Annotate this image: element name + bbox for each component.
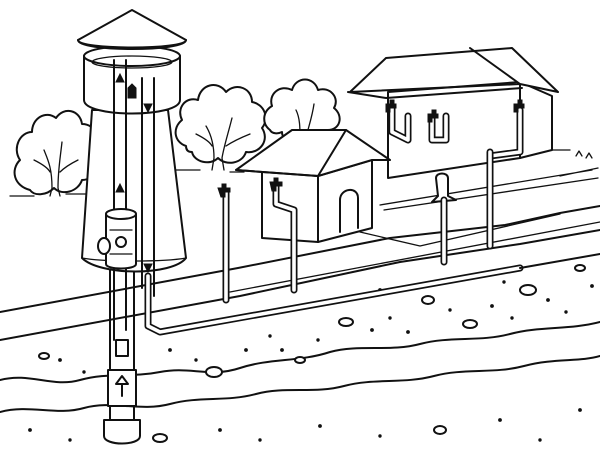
- main-pipe-end: [519, 253, 600, 269]
- check-valve: [115, 339, 129, 357]
- pebbles: [38, 264, 586, 443]
- tower-tank: [77, 9, 187, 115]
- pump-motor: [97, 237, 111, 255]
- arrow-up-icon: [115, 182, 125, 193]
- main-pipeline: [144, 253, 600, 336]
- well-casing: [103, 269, 141, 445]
- path-edge: [359, 213, 561, 247]
- yard-edges: [229, 167, 600, 293]
- up-arrow-icon: [115, 375, 129, 397]
- large-house-roof: [349, 47, 559, 93]
- water-tower: [77, 9, 187, 341]
- tree-left: [13, 109, 100, 197]
- soil-line-upper: [0, 321, 600, 384]
- faucet-icon: [269, 177, 283, 192]
- small-house-roof-ridge: [235, 129, 347, 177]
- faucet-icon: [217, 183, 231, 198]
- tree-ground-marks: [9, 149, 571, 197]
- arrow-down-icon: [143, 103, 153, 114]
- faucet-icon: [385, 99, 397, 113]
- well-pipe: [113, 59, 127, 341]
- large-house-eave: [347, 87, 523, 99]
- pressure-gauge-icon: [115, 236, 127, 248]
- faucet-icon: [427, 109, 439, 123]
- small-house-door: [339, 189, 359, 233]
- faucet-icon: [513, 99, 525, 113]
- casing-foot: [103, 419, 141, 445]
- tank-roof: [77, 9, 187, 50]
- arrow-down-icon: [143, 263, 153, 274]
- small-house: [235, 129, 391, 294]
- grass-tufts: [575, 150, 593, 159]
- arrow-up-icon: [115, 72, 125, 83]
- float-valve-icon: [127, 83, 137, 99]
- soil-line-lower: [0, 355, 600, 413]
- down-pipe: [141, 77, 155, 297]
- outdoor-hydrant: [217, 148, 494, 304]
- tank-roof-rim: [77, 39, 187, 49]
- pump: [97, 208, 137, 270]
- ground-line-front: [0, 229, 600, 341]
- large-house-side-wall: [519, 81, 553, 159]
